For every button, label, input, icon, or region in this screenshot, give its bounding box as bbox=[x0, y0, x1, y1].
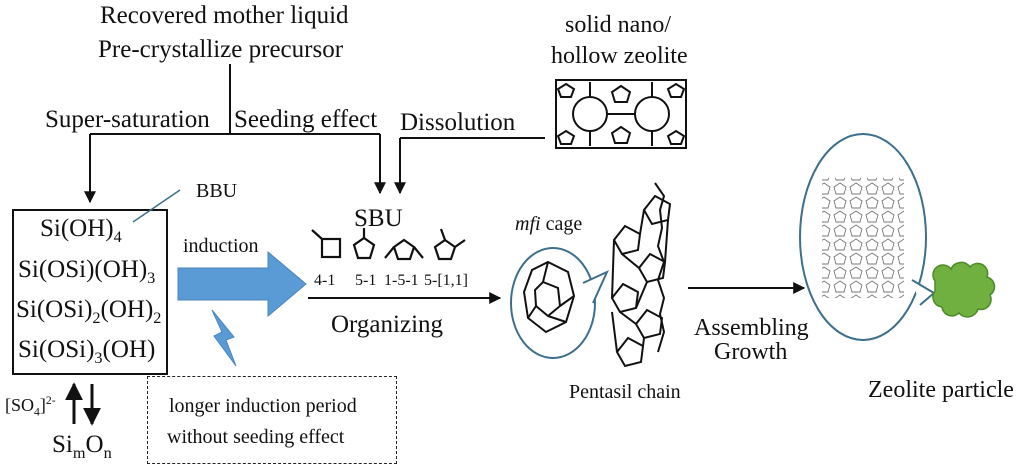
sbu-unit-label-4-1: 4-1 bbox=[314, 272, 336, 289]
sbu-4-1-icon bbox=[311, 229, 342, 259]
bbu-species-box bbox=[12, 209, 168, 375]
super-saturation-label: Super-saturation bbox=[45, 106, 210, 133]
pentasil-chain-icon bbox=[610, 182, 672, 368]
note-line-1: longer induction period bbox=[169, 395, 357, 417]
seeding-effect-label: Seeding effect bbox=[234, 106, 378, 133]
induction-block-arrow bbox=[177, 250, 307, 318]
zeolite-particle-label: Zeolite particle bbox=[868, 377, 1014, 403]
zeolite-lattice-icon bbox=[822, 178, 904, 298]
sbu-title: SBU bbox=[354, 205, 403, 232]
species-line-1: Si(OH)4 bbox=[40, 215, 122, 246]
zeolite-framework-icon bbox=[555, 79, 687, 149]
sbu-5-1-1-icon bbox=[433, 228, 466, 261]
assembling-label: Assembling bbox=[694, 315, 809, 341]
bbu-callout-line bbox=[132, 189, 181, 223]
induction-label: induction bbox=[183, 235, 259, 257]
sbu-unit-label-1-5-1: 1-5-1 bbox=[384, 272, 419, 289]
zeolite-particle-icon bbox=[932, 261, 996, 318]
sbu-unit-label-5-1-1: 5-[1,1] bbox=[424, 272, 468, 289]
input-feed-lines bbox=[84, 64, 545, 204]
mfi-cage-label: mfi cage bbox=[515, 213, 583, 235]
sbu-shapes bbox=[311, 228, 466, 261]
silicon-oxide-label: SimOn bbox=[52, 431, 112, 462]
mfi-cage-icon bbox=[522, 260, 576, 334]
species-line-2: Si(OSi)(OH)3 bbox=[18, 256, 156, 287]
recovered-mother-liquid-label: Recovered mother liquid bbox=[100, 2, 349, 29]
lightning-bolt-icon bbox=[211, 309, 237, 367]
induction-note-box bbox=[147, 376, 397, 464]
zeolite-lattice-bubble bbox=[799, 133, 936, 341]
bbu-label: BBU bbox=[196, 180, 238, 202]
dissolution-label: Dissolution bbox=[400, 109, 516, 136]
sbu-unit-label-5-1: 5-1 bbox=[355, 272, 377, 289]
sbu-5-1-icon bbox=[352, 228, 376, 260]
growth-label: Growth bbox=[714, 339, 788, 365]
pentasil-chain-label: Pentasil chain bbox=[569, 381, 681, 403]
mfi-cage-bubble bbox=[510, 247, 610, 359]
organizing-label: Organizing bbox=[331, 311, 444, 338]
pre-crystallize-precursor-label: Pre-crystallize precursor bbox=[98, 36, 344, 63]
sulfate-label: [SO4]2- bbox=[5, 394, 56, 419]
equilibrium-arrows bbox=[65, 382, 101, 426]
species-line-3: Si(OSi)2(OH)2 bbox=[16, 296, 162, 327]
species-line-4: Si(OSi)3(OH) bbox=[18, 336, 156, 367]
sbu-1-5-1-icon bbox=[384, 238, 424, 261]
solid-zeolite-label-line1: solid nano/ bbox=[565, 12, 671, 38]
solid-zeolite-label-line2: hollow zeolite bbox=[551, 43, 688, 69]
note-line-2: without seeding effect bbox=[167, 426, 345, 448]
